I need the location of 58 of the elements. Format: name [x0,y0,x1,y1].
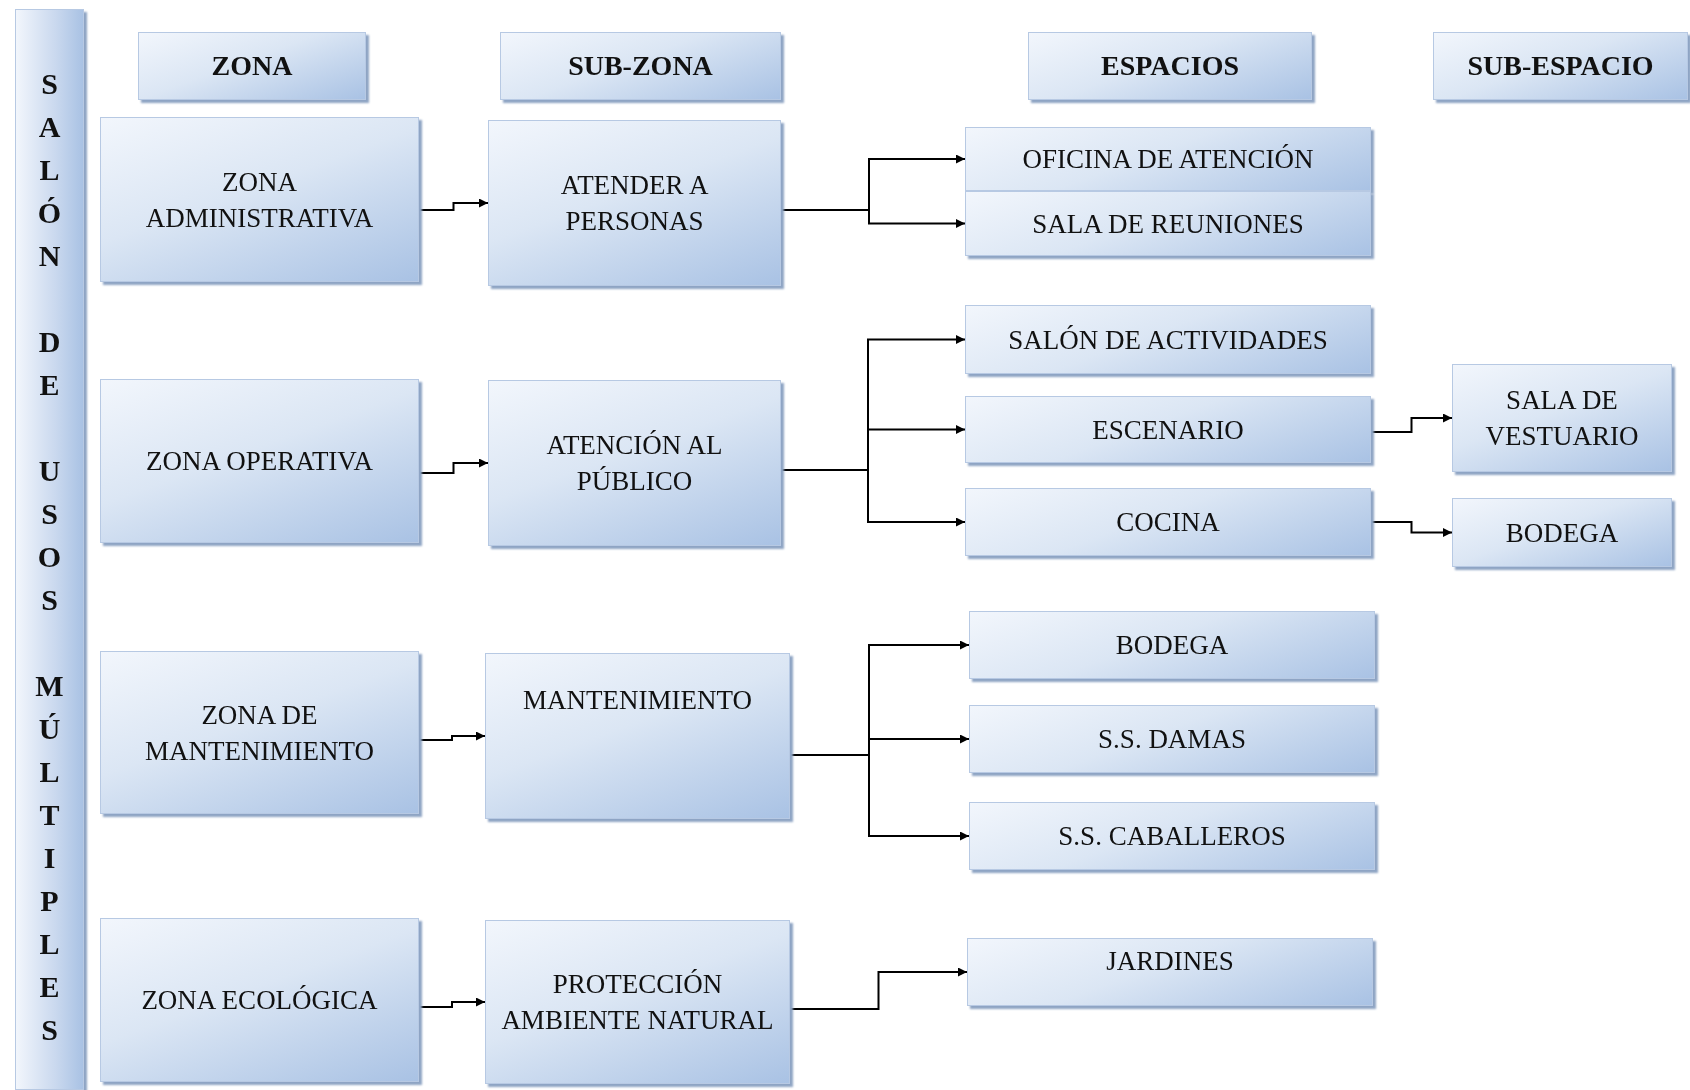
zone-box [965,191,1371,256]
box-label: ATENCIÓN AL PÚBLICO [545,429,724,498]
zone-box [965,127,1371,191]
box-label: JARDINES [1105,945,1235,978]
zone-box [485,653,790,819]
box-label: PROTECCIÓN AMBIENTE NATURAL [500,968,775,1037]
arrow [418,198,489,211]
zone-box [965,396,1371,463]
box-label: SALA DE REUNIONES [1031,207,1305,241]
box-label: S.S. DAMAS [1097,723,1247,756]
arrow [780,209,966,228]
column-header [500,32,781,100]
box-label: ZONA ADMINISTRATIVA [144,165,375,235]
zone-box [969,611,1375,679]
box-label: ATENDER A PERSONAS [559,169,710,238]
box-label: SUB-ZONA [567,49,714,83]
box-label: ESPACIOS [1100,49,1240,83]
box-label: ZONA [210,49,294,83]
box-label: SALA DE VESTUARIO [1484,384,1640,453]
zone-box [100,379,419,543]
box-label: ZONA DE MANTENIMIENTO [144,698,375,768]
zone-box [485,920,790,1084]
zone-box [100,117,419,282]
zone-box [100,651,419,814]
box-label: ZONA ECOLÓGICA [140,984,379,1017]
zone-box [965,488,1371,556]
box-label: MANTENIMIENTO [522,684,753,717]
zone-box [1452,498,1672,567]
zone-box [967,938,1373,1006]
arrow [1370,413,1453,433]
box-label: COCINA [1115,506,1221,539]
box-label: SALÓN DE ACTIVIDADES [1007,323,1329,357]
arrow [418,731,486,741]
title-band [15,9,84,1090]
vertical-title: SALÓN DE USOS MÚLTIPLES [34,66,65,1048]
box-label: BODEGA [1504,516,1620,550]
box-label: BODEGA [1114,629,1230,662]
arrow [789,754,970,841]
arrow [418,997,486,1008]
zone-box [1452,364,1672,472]
column-header [1028,32,1312,100]
arrow [780,469,966,527]
column-header [138,32,366,100]
column-header [1433,32,1688,100]
zone-box [965,305,1371,374]
zone-box [969,802,1375,870]
zone-box [488,120,781,286]
box-label: OFICINA DE ATENCIÓN [1021,143,1315,176]
zone-box [969,705,1375,773]
box-label: SUB-ESPACIO [1466,49,1655,83]
zone-box [488,380,781,546]
box-label: S.S. CABALLEROS [1057,820,1287,853]
arrow [418,458,489,474]
box-label: ESCENARIO [1091,413,1245,447]
arrow [789,967,968,1010]
box-label: ZONA OPERATIVA [145,445,374,478]
zone-box [100,918,419,1082]
arrow [1370,521,1453,537]
